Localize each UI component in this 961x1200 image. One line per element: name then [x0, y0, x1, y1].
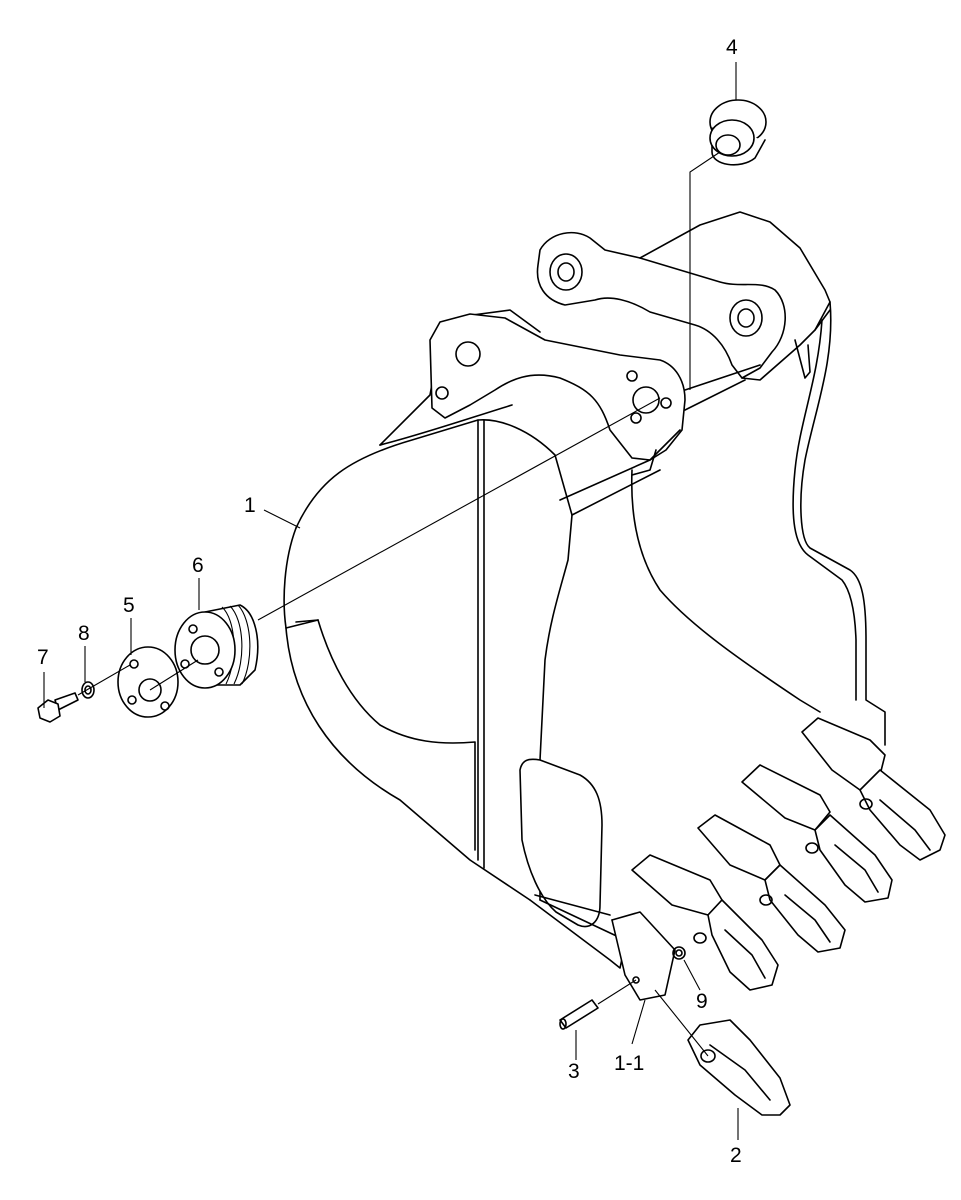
label-tooth-pin: 3 [568, 1060, 580, 1083]
label-tooth: 2 [730, 1144, 742, 1167]
pin-assembly [37, 604, 259, 723]
label-plate: 5 [123, 594, 135, 617]
teeth-row [559, 717, 946, 1116]
bushing [709, 99, 767, 166]
part-labels: 1 4 6 5 8 7 9 3 1-1 2 [37, 36, 742, 1167]
label-adapter: 1-1 [614, 1052, 644, 1075]
bucket-body [283, 211, 886, 969]
label-bucket: 1 [244, 494, 256, 517]
label-bolt: 7 [37, 646, 49, 669]
label-bushing: 4 [726, 36, 738, 59]
label-washer: 8 [78, 622, 90, 645]
leader-lines [43, 62, 739, 1140]
label-lock-ring: 9 [696, 990, 708, 1013]
label-boss: 6 [192, 554, 204, 577]
